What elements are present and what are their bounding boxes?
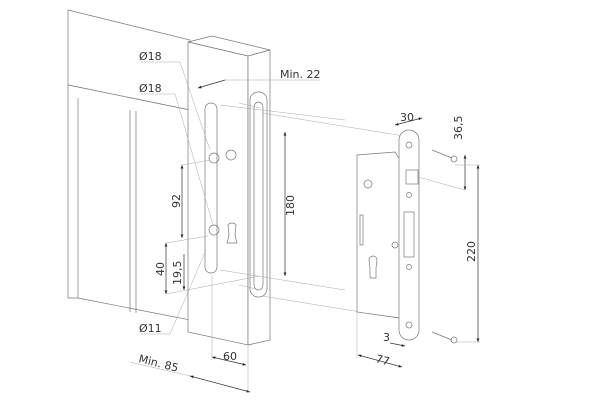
dimension-lines xyxy=(129,61,480,393)
gate-frame xyxy=(67,9,271,346)
keeper-plate xyxy=(204,91,268,298)
label-hole-dia-18-second: Ø18 xyxy=(139,82,162,95)
label-min-22: Min. 22 xyxy=(280,68,321,81)
label-dim-77: 77 xyxy=(374,352,391,368)
mortise-lock xyxy=(356,129,466,344)
label-dim-40: 40 xyxy=(154,262,167,276)
label-dim-19-5: 19,5 xyxy=(171,261,184,286)
label-dim-180: 180 xyxy=(284,195,297,216)
label-dim-220: 220 xyxy=(465,241,478,262)
label-hole-dia-18-top: Ø18 xyxy=(139,50,162,63)
label-dim-30: 30 xyxy=(400,111,414,124)
label-min-85: Min. 85 xyxy=(137,352,179,374)
label-dim-36-5: 36,5 xyxy=(452,116,465,141)
label-dim-3: 3 xyxy=(383,331,390,344)
label-dim-92: 92 xyxy=(170,194,183,208)
label-dim-60: 60 xyxy=(223,350,237,363)
label-hole-dia-11: Ø11 xyxy=(139,322,162,335)
